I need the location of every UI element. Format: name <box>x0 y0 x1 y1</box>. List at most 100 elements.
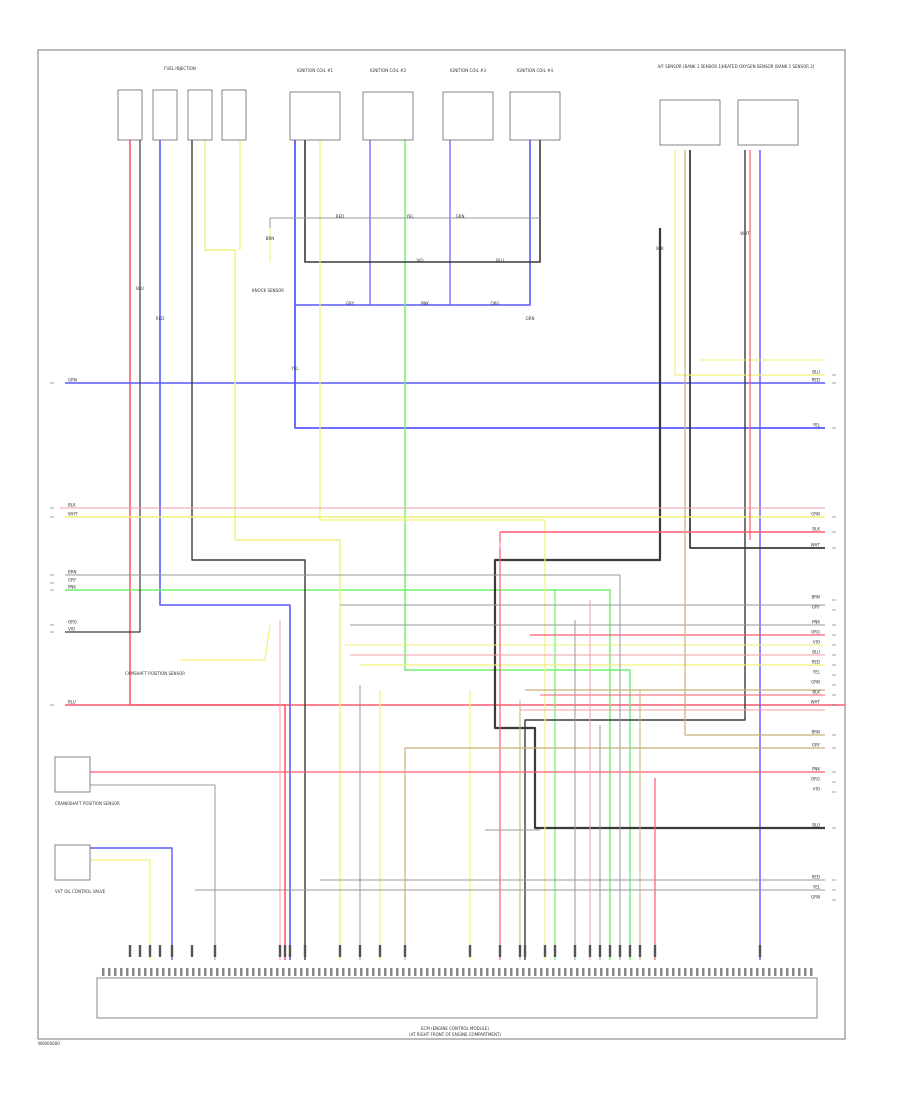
ecm-pin <box>498 968 501 976</box>
wire-color-label: GRY <box>812 605 821 610</box>
ecm-pin <box>312 968 315 976</box>
ecm-pin <box>156 968 159 976</box>
wire-yellow-3 <box>319 140 546 960</box>
wire-layer <box>60 140 845 960</box>
wire-color-label: BLK <box>812 527 820 532</box>
label-layer: FUEL INJECTION IGNITION COIL #1 IGNITION C… <box>55 64 821 1037</box>
ecm-pin <box>192 968 195 976</box>
ecm-pin <box>708 968 711 976</box>
ecm-pin <box>630 968 633 976</box>
wire-gray-1 <box>65 574 621 960</box>
wire-color-label: BLU <box>812 370 820 375</box>
wire-color-label: BLK <box>812 690 820 695</box>
ecm-pin <box>390 968 393 976</box>
ecm-pin <box>114 968 117 976</box>
ecm-pin <box>198 968 201 976</box>
ecm-pin <box>270 968 273 976</box>
component-label-top: IGNITION COIL #1 <box>297 68 333 73</box>
ecm-pin <box>600 968 603 976</box>
ecm-pin <box>582 968 585 976</box>
wire-color-label: GRN <box>68 378 77 383</box>
wire-stub <box>170 945 174 957</box>
wire-blue-horizontal-2 <box>294 140 825 429</box>
ecm-pin <box>762 968 765 976</box>
ecm-pin <box>612 968 615 976</box>
ecm-pin <box>246 968 249 976</box>
wire-color-label: PNK <box>421 301 429 306</box>
ecm-pin <box>648 968 651 976</box>
wire-color-label: YEL <box>290 366 299 371</box>
component-label-top: IGNITION COIL #3 <box>450 68 486 73</box>
ecm-pin <box>288 968 291 976</box>
wire-color-label: YEL <box>812 885 821 890</box>
ecm-pin <box>432 968 435 976</box>
component-label-left: CRANKSHAFT POSITION SENSOR <box>55 801 120 806</box>
wire-stub <box>618 945 622 957</box>
wire-black-3 <box>689 150 825 549</box>
ecm-pin <box>588 968 591 976</box>
wire-color-label: YEL <box>812 670 821 675</box>
ecm-pin <box>186 968 189 976</box>
wire-gray-top <box>269 217 540 228</box>
ecm-pin <box>738 968 741 976</box>
crankshaft-sensor-box <box>54 756 91 793</box>
component-label-top: FUEL INJECTION <box>164 66 196 71</box>
wire-stub <box>138 945 142 957</box>
wire-red-main <box>129 140 286 960</box>
ecm-pin <box>756 968 759 976</box>
wire-stub <box>288 945 292 957</box>
component-label-top: A/F SENSOR (BANK 1 SENSOR 1) <box>657 64 723 69</box>
ecm-pin <box>216 968 219 976</box>
wire-yellow-knock <box>180 624 271 661</box>
ecm-pin <box>696 968 699 976</box>
wire-color-label: PNK <box>812 620 820 625</box>
ecm-pin <box>300 968 303 976</box>
wire-color-label: BRN <box>811 595 820 600</box>
ecm-subtitle: (AT RIGHT FRONT OF ENGINE COMPARTMENT) <box>409 1032 501 1037</box>
ecm-pin <box>132 968 135 976</box>
ecm-pin <box>726 968 729 976</box>
wire-color-label: BLK <box>68 503 76 508</box>
ecm-pin <box>504 968 507 976</box>
component-label-top: HEATED OXYGEN SENSOR (BANK 1 SENSOR 2) <box>722 64 815 69</box>
ecm-pin <box>798 968 801 976</box>
wire-stub <box>573 945 577 957</box>
component-label-top: IGNITION COIL #4 <box>517 68 553 73</box>
ecm-pin <box>576 968 579 976</box>
ecm-pin <box>528 968 531 976</box>
wire-black-2 <box>493 228 825 830</box>
wire-black-1 <box>191 140 306 960</box>
ecm-pin <box>522 968 525 976</box>
ignition-coil-2 <box>362 91 414 141</box>
ecm-pin <box>354 968 357 976</box>
ecm-pin <box>438 968 441 976</box>
ecm-pin <box>546 968 549 976</box>
component-label-top: IGNITION COIL #2 <box>370 68 406 73</box>
ecm-pin <box>594 968 597 976</box>
ecm-pin <box>462 968 465 976</box>
ecm-pin <box>552 968 555 976</box>
ecm-pin <box>660 968 663 976</box>
ecm-pin <box>774 968 777 976</box>
ecm-pin <box>222 968 225 976</box>
ecm-pin <box>162 968 165 976</box>
wire-yellow-1 <box>204 140 341 960</box>
wire-stub <box>403 945 407 957</box>
wire-color-label: GRN <box>456 214 465 219</box>
wire-stub <box>608 945 612 957</box>
ecm-pin <box>408 968 411 976</box>
ecm-pin <box>564 968 567 976</box>
wire-color-label: GRY <box>346 301 355 306</box>
ecm-pin <box>684 968 687 976</box>
wire-color-label: BLU <box>812 823 820 828</box>
fuel-injector-1 <box>117 89 143 141</box>
ecm-pin <box>330 968 333 976</box>
wire-color-label: RED <box>812 378 820 383</box>
ecm-pin <box>456 968 459 976</box>
wire-color-label: RED <box>812 660 820 665</box>
wire-color-label: VIO <box>416 258 423 263</box>
ecm-pin <box>174 968 177 976</box>
ecm-pin <box>642 968 645 976</box>
